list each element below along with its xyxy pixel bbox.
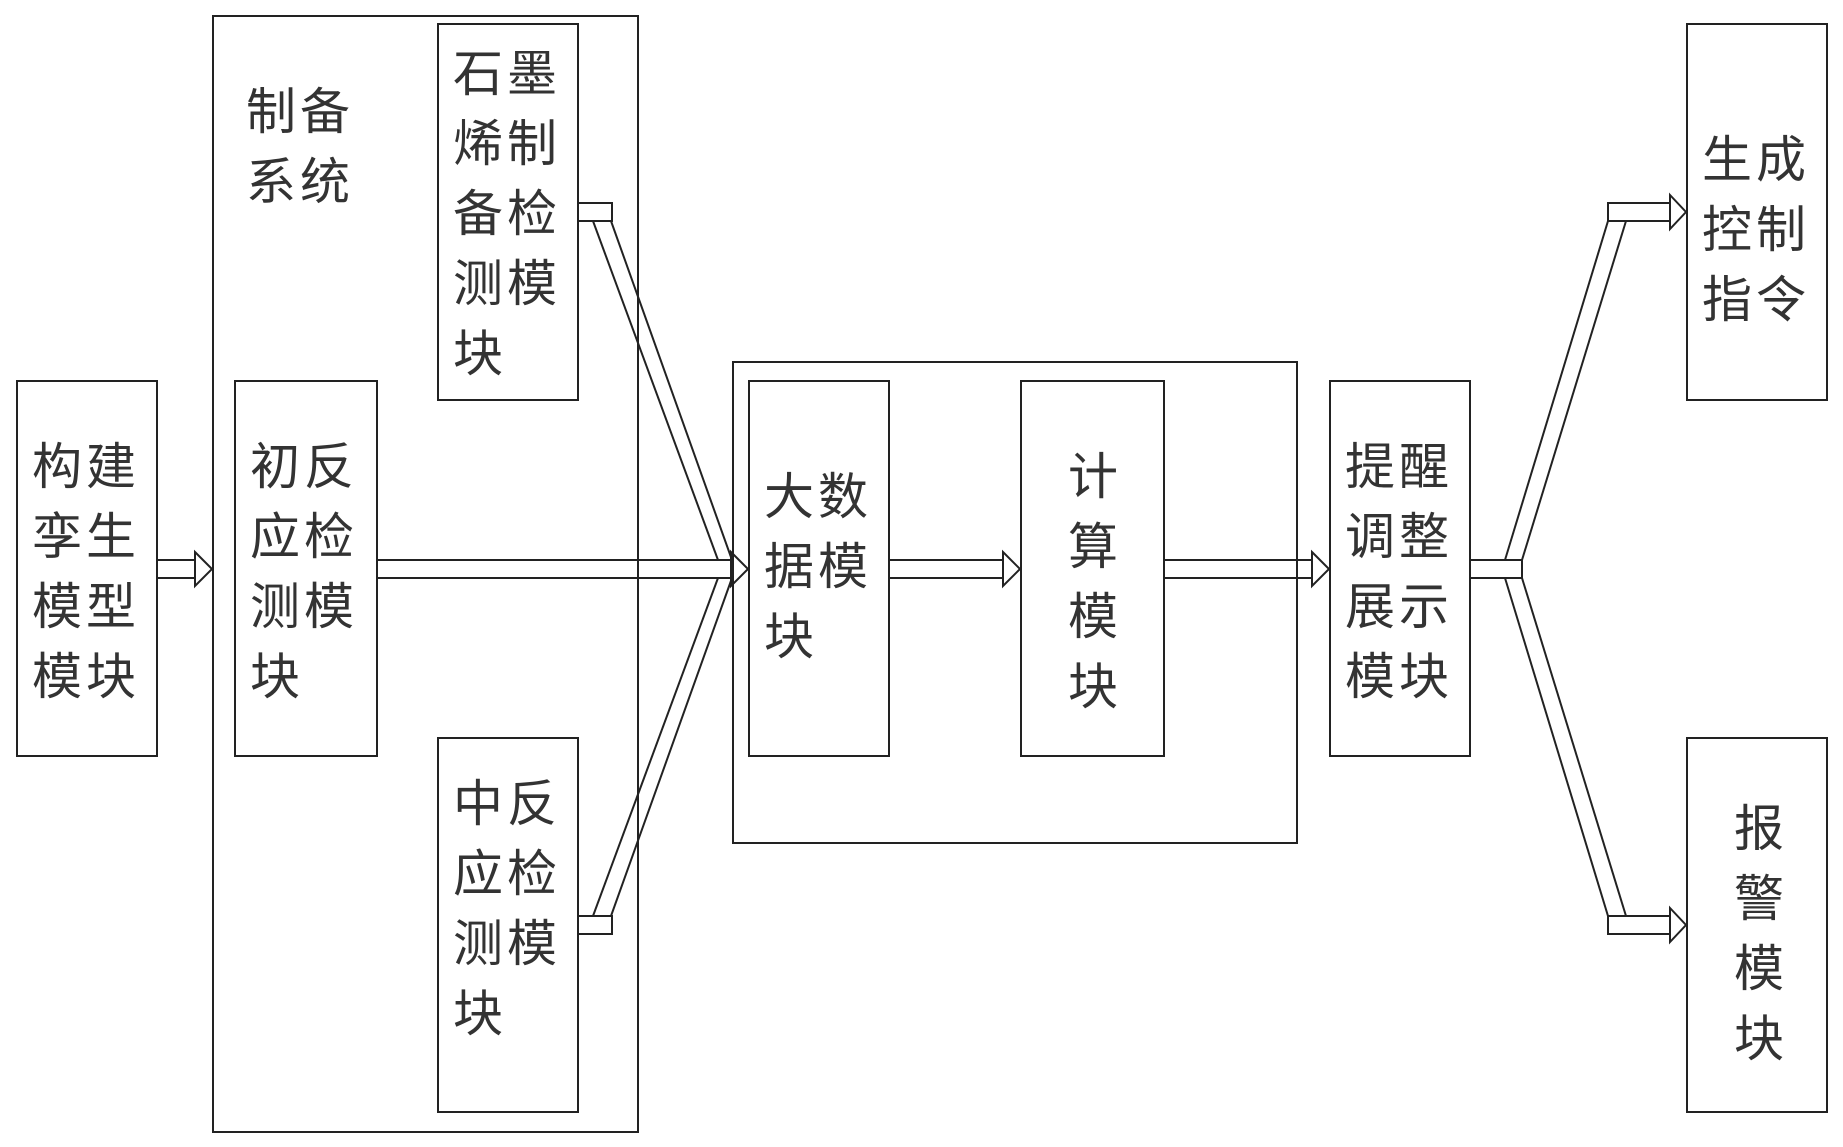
big-data-block: 大数据模块 — [748, 380, 890, 757]
control-command-label: 生成控制指令 — [1702, 131, 1810, 329]
prep-system-label: 制备系统 — [246, 83, 354, 211]
compute-block: 计算模块 — [1020, 380, 1165, 757]
mid-reaction-block: 中反应检测模块 — [437, 737, 579, 1113]
arrow-midreaction-to-bigdata — [577, 577, 733, 935]
initial-reaction-block: 初反应检测模块 — [234, 380, 378, 757]
arrow-graphene-to-bigdata — [577, 202, 733, 561]
twin-model-label: 构建孪生模型模块 — [32, 438, 140, 706]
arrow-twin-to-prep — [156, 549, 214, 589]
alarm-label: 报警模块 — [1734, 800, 1788, 1068]
arrow-reminder-branch — [1469, 192, 1688, 945]
prep-system-container: 制备系统 — [212, 15, 639, 1133]
graphene-detect-label: 石墨烯制备检测模块 — [453, 45, 561, 383]
reminder-display-block: 提醒调整展示模块 — [1329, 380, 1471, 757]
reminder-display-label: 提醒调整展示模块 — [1345, 438, 1453, 706]
control-command-block: 生成控制指令 — [1686, 23, 1828, 401]
graphene-detect-block: 石墨烯制备检测模块 — [437, 23, 579, 401]
big-data-label: 大数据模块 — [764, 468, 872, 666]
twin-model-block: 构建孪生模型模块 — [16, 380, 158, 757]
alarm-block: 报警模块 — [1686, 737, 1828, 1113]
initial-reaction-label: 初反应检测模块 — [250, 438, 358, 706]
compute-label: 计算模块 — [1068, 448, 1122, 716]
data-compute-container — [732, 361, 1298, 844]
mid-reaction-label: 中反应检测模块 — [453, 775, 561, 1043]
